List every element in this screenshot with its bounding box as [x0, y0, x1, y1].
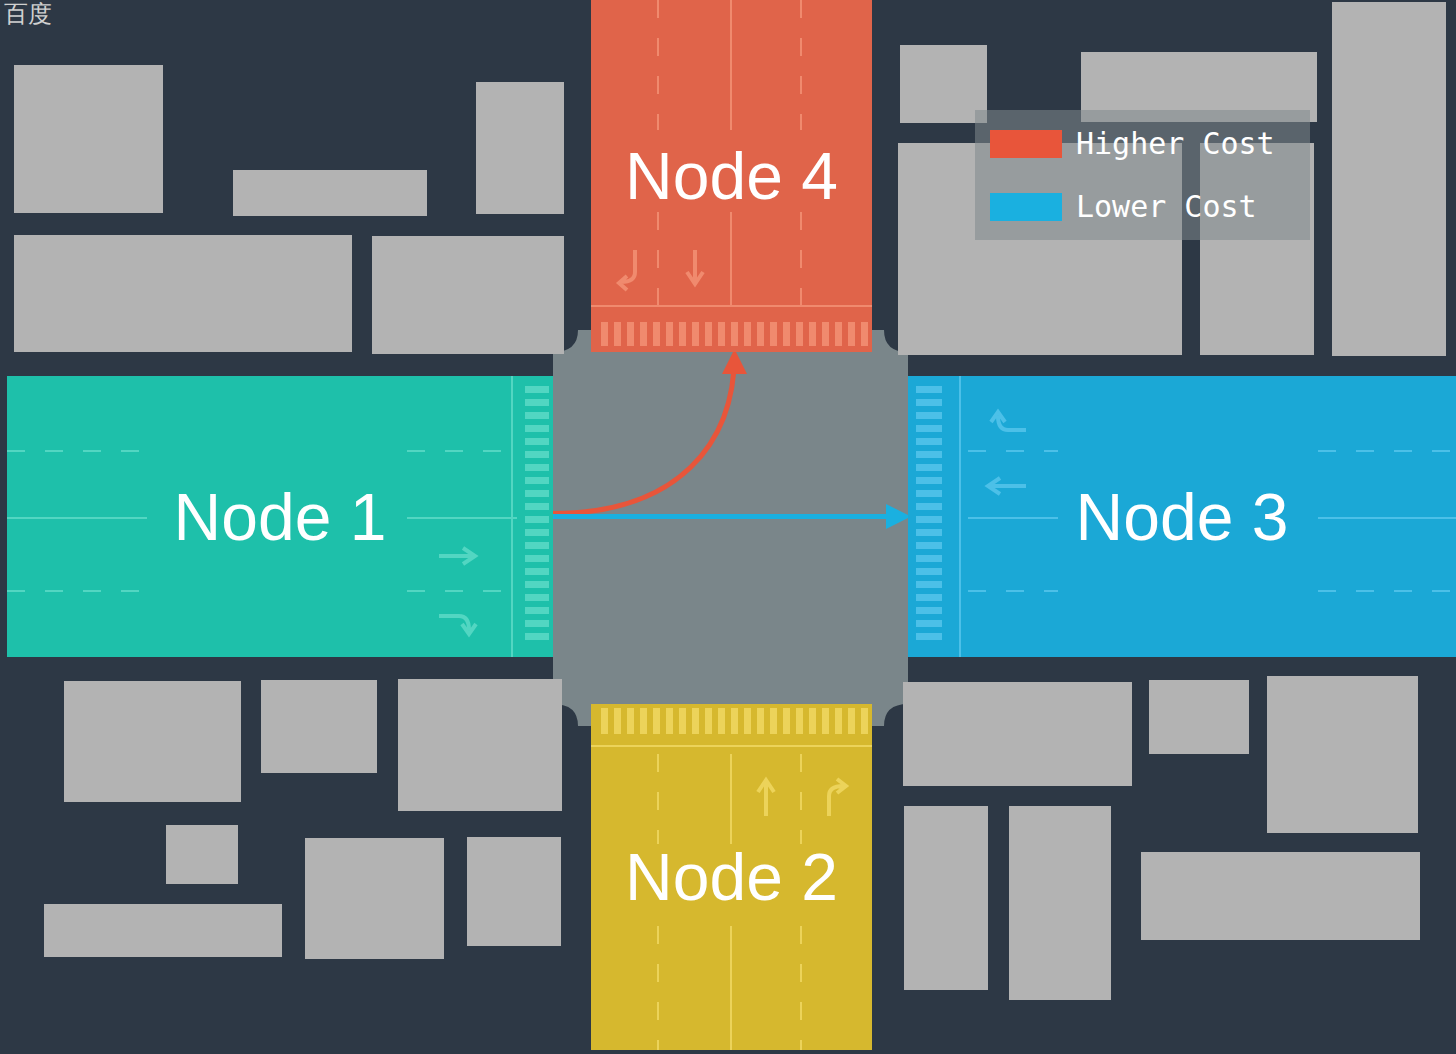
node-label: Node 1 [174, 484, 387, 550]
road-node: Node 1 [7, 376, 553, 657]
buildings [14, 2, 1446, 1000]
road-node: Node 3 [908, 376, 1456, 657]
road-node: Node 2 [591, 704, 872, 1050]
watermark: 百度 [4, 2, 52, 26]
legend-box: Higher CostLower Cost [975, 110, 1310, 240]
intersection-corners [553, 330, 908, 726]
node-label: Node 3 [1076, 484, 1289, 550]
legend-swatch [990, 193, 1062, 221]
road-node: Node 4 [591, 0, 872, 352]
legend-swatch [990, 130, 1062, 158]
node-label: Node 4 [625, 143, 838, 209]
route-arrow [553, 514, 906, 519]
node-label: Node 2 [625, 844, 838, 910]
route-arrow [553, 354, 735, 514]
intersection [553, 352, 908, 704]
legend-text: Lower Cost [1076, 192, 1257, 222]
legend-text: Higher Cost [1076, 129, 1275, 159]
